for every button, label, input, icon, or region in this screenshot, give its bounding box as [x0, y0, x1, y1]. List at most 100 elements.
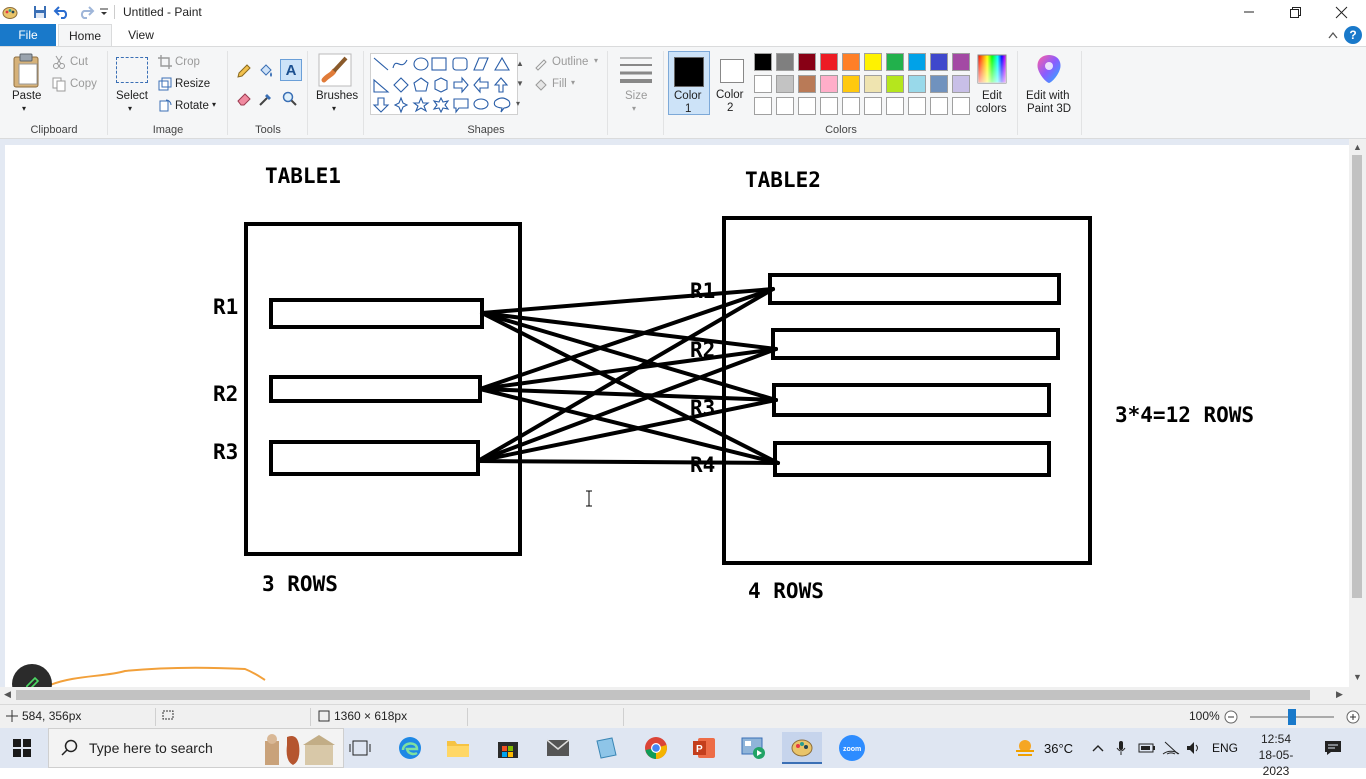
- powerpoint-icon[interactable]: P: [684, 732, 724, 764]
- drawing-canvas[interactable]: TABLE1 TABLE2 R1 R2 R3 R1 R2 R3 R4 3 ROW…: [5, 145, 1349, 687]
- task-view-icon[interactable]: [340, 732, 380, 764]
- rotate-button[interactable]: Rotate: [175, 100, 209, 112]
- size-button[interactable]: Size: [625, 90, 648, 102]
- palette-swatch[interactable]: [952, 75, 970, 93]
- vertical-scrollbar[interactable]: ▲ ▼: [1349, 139, 1366, 687]
- close-button[interactable]: [1318, 0, 1364, 24]
- palette-swatch[interactable]: [820, 75, 838, 93]
- eraser-icon[interactable]: [236, 91, 252, 110]
- shapes-gallery[interactable]: [370, 53, 518, 115]
- palette-swatch[interactable]: [886, 53, 904, 71]
- chrome-icon[interactable]: [636, 732, 676, 764]
- palette-swatch[interactable]: [754, 75, 772, 93]
- text-tool-button[interactable]: A: [280, 59, 302, 81]
- crop-button[interactable]: Crop: [175, 56, 200, 68]
- palette-swatch[interactable]: [776, 53, 794, 71]
- palette-swatch[interactable]: [798, 75, 816, 93]
- fill-bucket-icon[interactable]: [258, 63, 274, 82]
- paste-button[interactable]: Paste: [12, 90, 42, 102]
- palette-swatch[interactable]: [864, 75, 882, 93]
- collapse-ribbon-icon[interactable]: [1328, 28, 1338, 42]
- scroll-right-icon[interactable]: ▶: [1336, 689, 1343, 699]
- palette-swatch[interactable]: [886, 75, 904, 93]
- screen-recorder-icon[interactable]: [734, 732, 774, 764]
- restore-button[interactable]: [1272, 0, 1318, 24]
- show-hidden-icons[interactable]: [1092, 728, 1104, 768]
- microsoft-store-icon[interactable]: [488, 732, 528, 764]
- select-button[interactable]: Select: [116, 90, 148, 102]
- palette-swatch[interactable]: [842, 75, 860, 93]
- file-explorer-icon[interactable]: [438, 732, 478, 764]
- redo-icon[interactable]: [76, 3, 96, 21]
- weather-widget[interactable]: 36°C: [1014, 728, 1073, 768]
- taskbar-search[interactable]: Type here to search: [48, 728, 344, 768]
- minimize-button[interactable]: [1226, 0, 1272, 24]
- pencil-icon[interactable]: [236, 63, 252, 82]
- palette-swatch[interactable]: [864, 53, 882, 71]
- paste-icon[interactable]: [10, 53, 44, 89]
- scroll-left-icon[interactable]: ◀: [4, 689, 11, 699]
- paint3d-icon[interactable]: [1034, 53, 1064, 88]
- fill-button[interactable]: Fill: [552, 78, 567, 90]
- custom-color-swatch[interactable]: [952, 97, 970, 115]
- palette-swatch[interactable]: [952, 53, 970, 71]
- color2-button[interactable]: Color 2: [714, 51, 756, 115]
- custom-color-swatch[interactable]: [776, 97, 794, 115]
- clock[interactable]: 12:54 18-05-2023: [1248, 731, 1304, 779]
- edit-colors-icon[interactable]: [977, 54, 1007, 86]
- shapes-expand-icon[interactable]: ▾: [516, 99, 521, 108]
- tab-file[interactable]: File: [0, 24, 56, 46]
- custom-color-swatch[interactable]: [820, 97, 838, 115]
- color-picker-icon[interactable]: [258, 91, 274, 110]
- palette-swatch[interactable]: [798, 53, 816, 71]
- zoom-in-button[interactable]: [1346, 710, 1360, 727]
- mail-icon[interactable]: [538, 732, 578, 764]
- fill-dropdown-icon[interactable]: ▾: [571, 78, 576, 87]
- color1-button[interactable]: Color 1: [668, 51, 710, 115]
- palette-swatch[interactable]: [930, 53, 948, 71]
- custom-color-swatch[interactable]: [886, 97, 904, 115]
- edge-icon[interactable]: [390, 732, 430, 764]
- palette-swatch[interactable]: [842, 53, 860, 71]
- outline-dropdown-icon[interactable]: ▾: [594, 56, 599, 65]
- zoom-out-button[interactable]: [1224, 710, 1238, 727]
- custom-color-swatch[interactable]: [864, 97, 882, 115]
- input-language[interactable]: ENG: [1212, 741, 1239, 755]
- vertical-scroll-thumb[interactable]: [1352, 155, 1362, 598]
- photos-app-icon[interactable]: [586, 732, 626, 764]
- magnifier-icon[interactable]: [282, 91, 298, 110]
- paste-dropdown-icon[interactable]: ▾: [22, 104, 27, 113]
- paint-taskbar-icon[interactable]: [782, 732, 822, 764]
- outline-button[interactable]: Outline: [552, 56, 589, 68]
- palette-swatch[interactable]: [820, 53, 838, 71]
- scroll-up-icon[interactable]: ▲: [1353, 142, 1362, 152]
- edit-colors-line2[interactable]: colors: [976, 103, 1007, 115]
- palette-swatch[interactable]: [908, 75, 926, 93]
- microphone-icon[interactable]: [1116, 728, 1126, 768]
- shapes-scroll-up-icon[interactable]: ▲: [516, 59, 524, 68]
- custom-color-swatch[interactable]: [908, 97, 926, 115]
- palette-swatch[interactable]: [930, 75, 948, 93]
- volume-icon[interactable]: [1186, 728, 1202, 768]
- copy-button[interactable]: Copy: [70, 78, 97, 90]
- resize-button[interactable]: Resize: [175, 78, 211, 90]
- notifications-icon[interactable]: [1324, 728, 1342, 768]
- help-icon[interactable]: ?: [1344, 26, 1362, 44]
- custom-color-swatch[interactable]: [754, 97, 772, 115]
- palette-swatch[interactable]: [776, 75, 794, 93]
- brushes-dropdown-icon[interactable]: ▾: [332, 104, 337, 113]
- rotate-dropdown-icon[interactable]: ▾: [212, 100, 217, 109]
- battery-icon[interactable]: [1138, 728, 1156, 768]
- palette-swatch[interactable]: [754, 53, 772, 71]
- brushes-button[interactable]: Brushes: [316, 90, 359, 102]
- undo-icon[interactable]: [52, 3, 72, 21]
- custom-color-swatch[interactable]: [930, 97, 948, 115]
- horizontal-scrollbar[interactable]: ◀ ▶: [0, 687, 1349, 704]
- size-dropdown-icon[interactable]: ▾: [632, 104, 637, 113]
- save-icon[interactable]: [30, 3, 50, 21]
- paint3d-line2[interactable]: Paint 3D: [1027, 103, 1072, 115]
- palette-swatch[interactable]: [908, 53, 926, 71]
- custom-color-swatch[interactable]: [842, 97, 860, 115]
- brushes-icon[interactable]: [318, 53, 352, 90]
- horizontal-scroll-thumb[interactable]: [16, 690, 1310, 700]
